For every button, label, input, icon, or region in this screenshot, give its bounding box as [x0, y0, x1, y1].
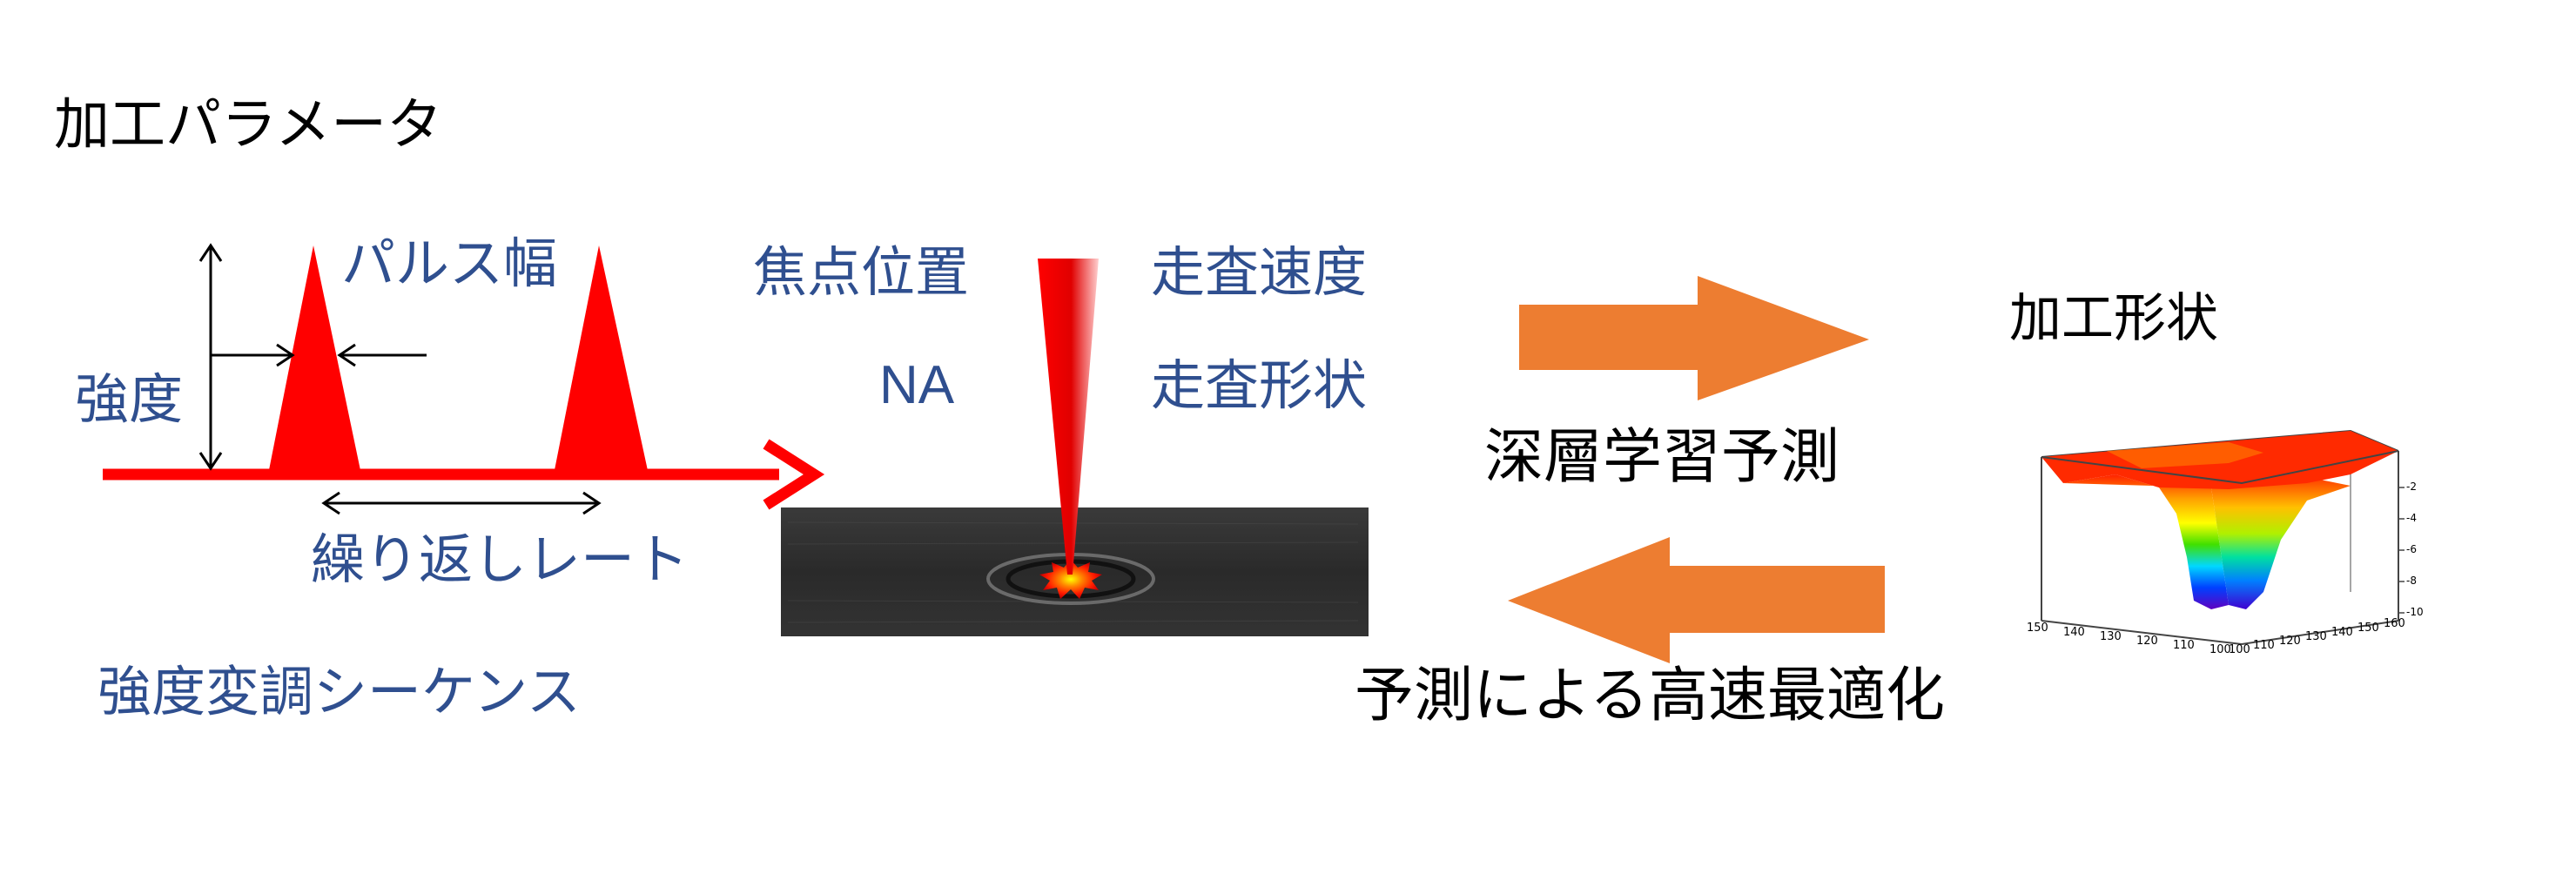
- pulse-train-diagram: [103, 243, 825, 515]
- repetition-rate-label: 繰り返しレート: [311, 528, 689, 591]
- depth-tick-marks: [2398, 487, 2404, 614]
- left-axis-tick: 140: [2063, 626, 2085, 639]
- optimization-feedback-arrow: [1508, 537, 1885, 663]
- intensity-arrowhead-top: [198, 243, 223, 262]
- right-axis-tick: 110: [2253, 639, 2275, 652]
- plot-box-floor: [2041, 620, 2399, 646]
- pulse-width-arrowhead-right: [337, 343, 356, 367]
- pit-right-wall: [2211, 479, 2351, 609]
- surface-top-highlight: [2107, 442, 2263, 468]
- right-axis-tick: 140: [2331, 626, 2353, 639]
- processed-shape-label: 加工形状: [2009, 288, 2218, 349]
- left-axis-tick: 150: [2027, 622, 2048, 635]
- laser-beam: [1038, 259, 1099, 575]
- depth-axis-tick: -8: [2406, 575, 2417, 587]
- right-axis-tick: 160: [2384, 617, 2405, 630]
- repetition-arrowhead-right: [582, 491, 602, 515]
- time-axis-arrowhead: [763, 439, 825, 510]
- left-axis-tick: 110: [2173, 639, 2195, 652]
- laser-pulse-1: [268, 245, 361, 474]
- depth-axis-tick: -6: [2406, 543, 2417, 555]
- right-axis-tick: 130: [2305, 630, 2327, 643]
- na-label: NA: [879, 355, 955, 415]
- left-axis-tick: 130: [2100, 630, 2122, 643]
- focus-position-label: 焦点位置: [753, 240, 970, 304]
- laser-pulse-2: [554, 245, 649, 474]
- intensity-label: 強度: [75, 367, 184, 431]
- processing-parameters-title: 加工パラメータ: [54, 93, 443, 158]
- forward-prediction-arrow: [1519, 276, 1869, 400]
- plot-box-front-top: [2041, 450, 2399, 485]
- deep-learning-prediction-label: 深層学習予測: [1484, 423, 1840, 492]
- right-axis-tick: 120: [2279, 635, 2301, 648]
- left-axis-tick: 100: [2209, 643, 2231, 656]
- intensity-modulation-sequence-label: 強度変調シーケンス: [98, 660, 581, 723]
- pulse-width-arrowhead-left: [276, 343, 295, 367]
- scan-speed-label: 走査速度: [1151, 240, 1368, 304]
- left-axis-tick: 120: [2136, 635, 2158, 648]
- repetition-arrowhead-left: [321, 491, 340, 515]
- processed-shape-3d-plot: [2041, 429, 2404, 646]
- ablation-spot: [1039, 560, 1102, 599]
- depth-axis-tick: -10: [2406, 606, 2424, 618]
- pit-left-wall: [2063, 474, 2229, 609]
- right-axis-tick: 150: [2357, 622, 2379, 635]
- right-axis-tick: 100: [2229, 643, 2250, 656]
- focused-beam-diagram: [781, 259, 1369, 636]
- pulse-width-label: パルス幅: [341, 232, 558, 295]
- prediction-optimization-label: 予測による高速最適化: [1355, 662, 1945, 730]
- intensity-arrowhead-bottom: [198, 452, 223, 471]
- depth-axis-tick: -2: [2406, 481, 2417, 493]
- depth-axis-tick: -4: [2406, 512, 2417, 524]
- scan-shape-label: 走査形状: [1151, 353, 1368, 417]
